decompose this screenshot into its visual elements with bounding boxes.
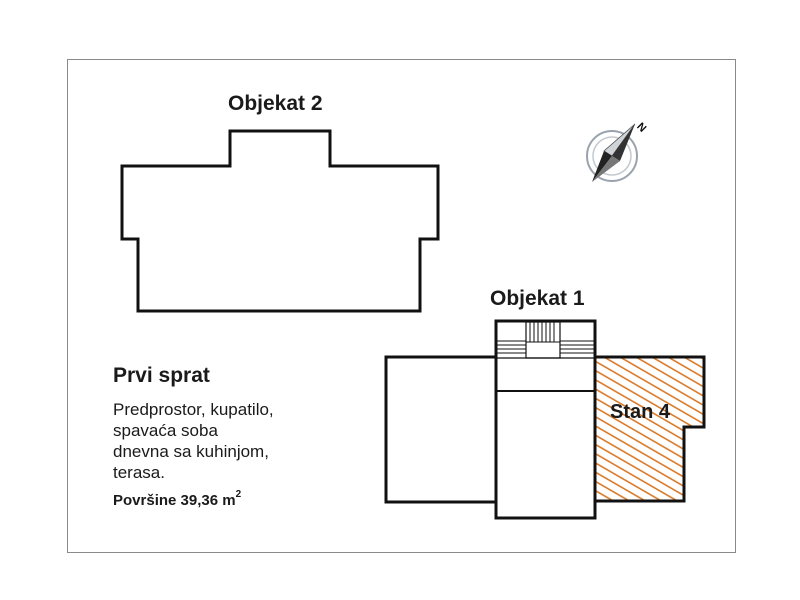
- floor-title: Prvi sprat: [113, 364, 210, 387]
- area-unit-exponent: 2: [235, 489, 242, 500]
- building-2-label: Objekat 2: [228, 92, 323, 115]
- staircase: [497, 321, 594, 359]
- building-2-outline: [120, 129, 440, 313]
- room-list-line: dnevna sa kuhinjom,: [113, 442, 269, 461]
- north-arrow-icon: N: [586, 121, 648, 182]
- area-value: Površine 39,36 m: [113, 492, 236, 509]
- building-1-label: Objekat 1: [490, 287, 585, 310]
- room-list-line: Predprostor, kupatilo,: [113, 400, 274, 419]
- stan-4-area: [593, 355, 706, 503]
- building-1-core: [494, 319, 597, 520]
- drawing-frame: [67, 59, 736, 553]
- compass-north-label: N: [634, 121, 648, 135]
- area-label: Površine 39,36 m2: [113, 489, 242, 509]
- room-list: Predprostor, kupatilo, spavaća soba dnev…: [113, 399, 274, 483]
- building-1-left-wing: [384, 355, 498, 504]
- room-list-line: spavaća soba: [113, 421, 218, 440]
- unit-label: Stan 4: [610, 401, 671, 423]
- room-list-line: terasa.: [113, 463, 165, 482]
